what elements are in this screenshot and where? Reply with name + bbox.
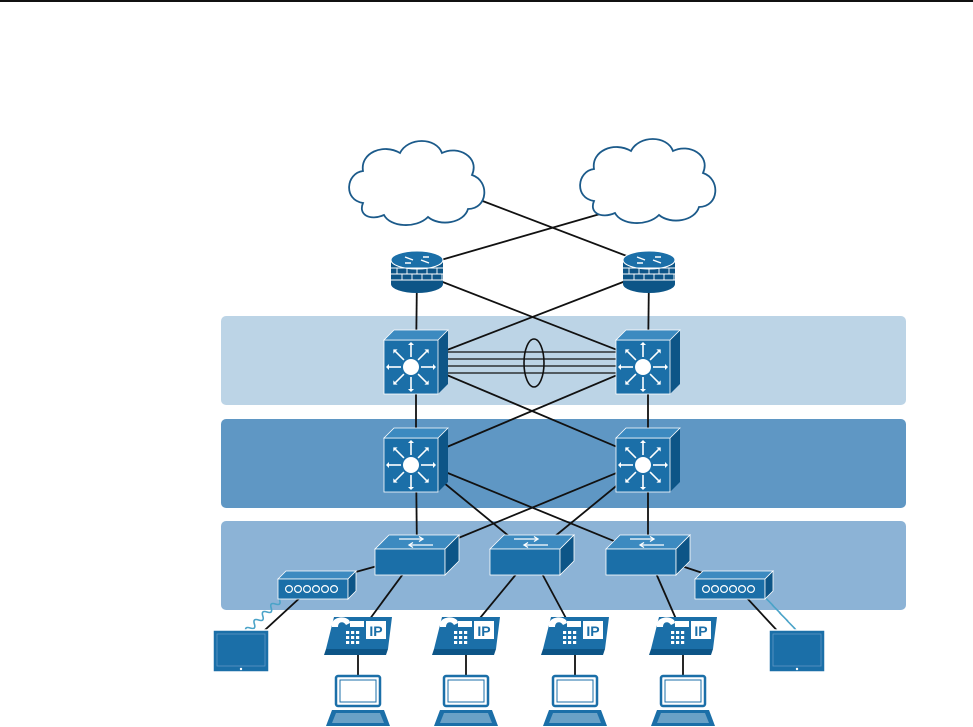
ip-phone-label: IP: [694, 623, 707, 639]
link-cloud-right-to-router-left: [433, 213, 601, 263]
links-layer: [240, 199, 799, 698]
link-cloud-left-to-router-right: [479, 199, 633, 259]
multilayer-switch-icon: [383, 427, 449, 493]
ip-phone-label: IP: [477, 623, 490, 639]
hub-icon: [694, 570, 774, 600]
firewall-router-icon: [390, 250, 444, 293]
link-router-right-to-core-switch-left: [415, 271, 650, 363]
etherchannel-ellipse: [523, 338, 545, 388]
pc-icon: [543, 674, 607, 726]
ip-phone-icon: IP: [432, 617, 500, 655]
distribution-layer-band: [221, 419, 906, 508]
link-core-switch-right-to-dist-switch-left: [415, 361, 649, 461]
monitor-icon: [768, 629, 826, 673]
cloud-icon: [348, 140, 486, 226]
multilayer-switch-icon: [383, 329, 449, 395]
ip-phone-label: IP: [586, 623, 599, 639]
pc-icon: [434, 674, 498, 726]
serial-cable-right: [761, 593, 799, 633]
ip-phone-icon: IP: [541, 617, 609, 655]
pc-icon: [326, 674, 390, 726]
pc-icon: [651, 674, 715, 726]
monitor-icon: [212, 629, 270, 673]
cloud-icon: [579, 138, 717, 224]
workgroup-switch-icon: [374, 534, 460, 576]
nodes-layer: IP IP IP IP: [212, 138, 826, 726]
hub-icon: [277, 570, 357, 600]
firewall-router-icon: [622, 250, 676, 293]
etherchannel-bundle: [448, 338, 616, 388]
ip-phone-icon: IP: [324, 617, 392, 655]
workgroup-switch-icon: [489, 534, 575, 576]
core-layer-band: [221, 316, 906, 405]
workgroup-switch-icon: [605, 534, 691, 576]
ip-phone-icon: IP: [649, 617, 717, 655]
multilayer-switch-icon: [615, 427, 681, 493]
top-rule: [0, 0, 973, 2]
multilayer-switch-icon: [615, 329, 681, 395]
ip-phone-label: IP: [369, 623, 382, 639]
